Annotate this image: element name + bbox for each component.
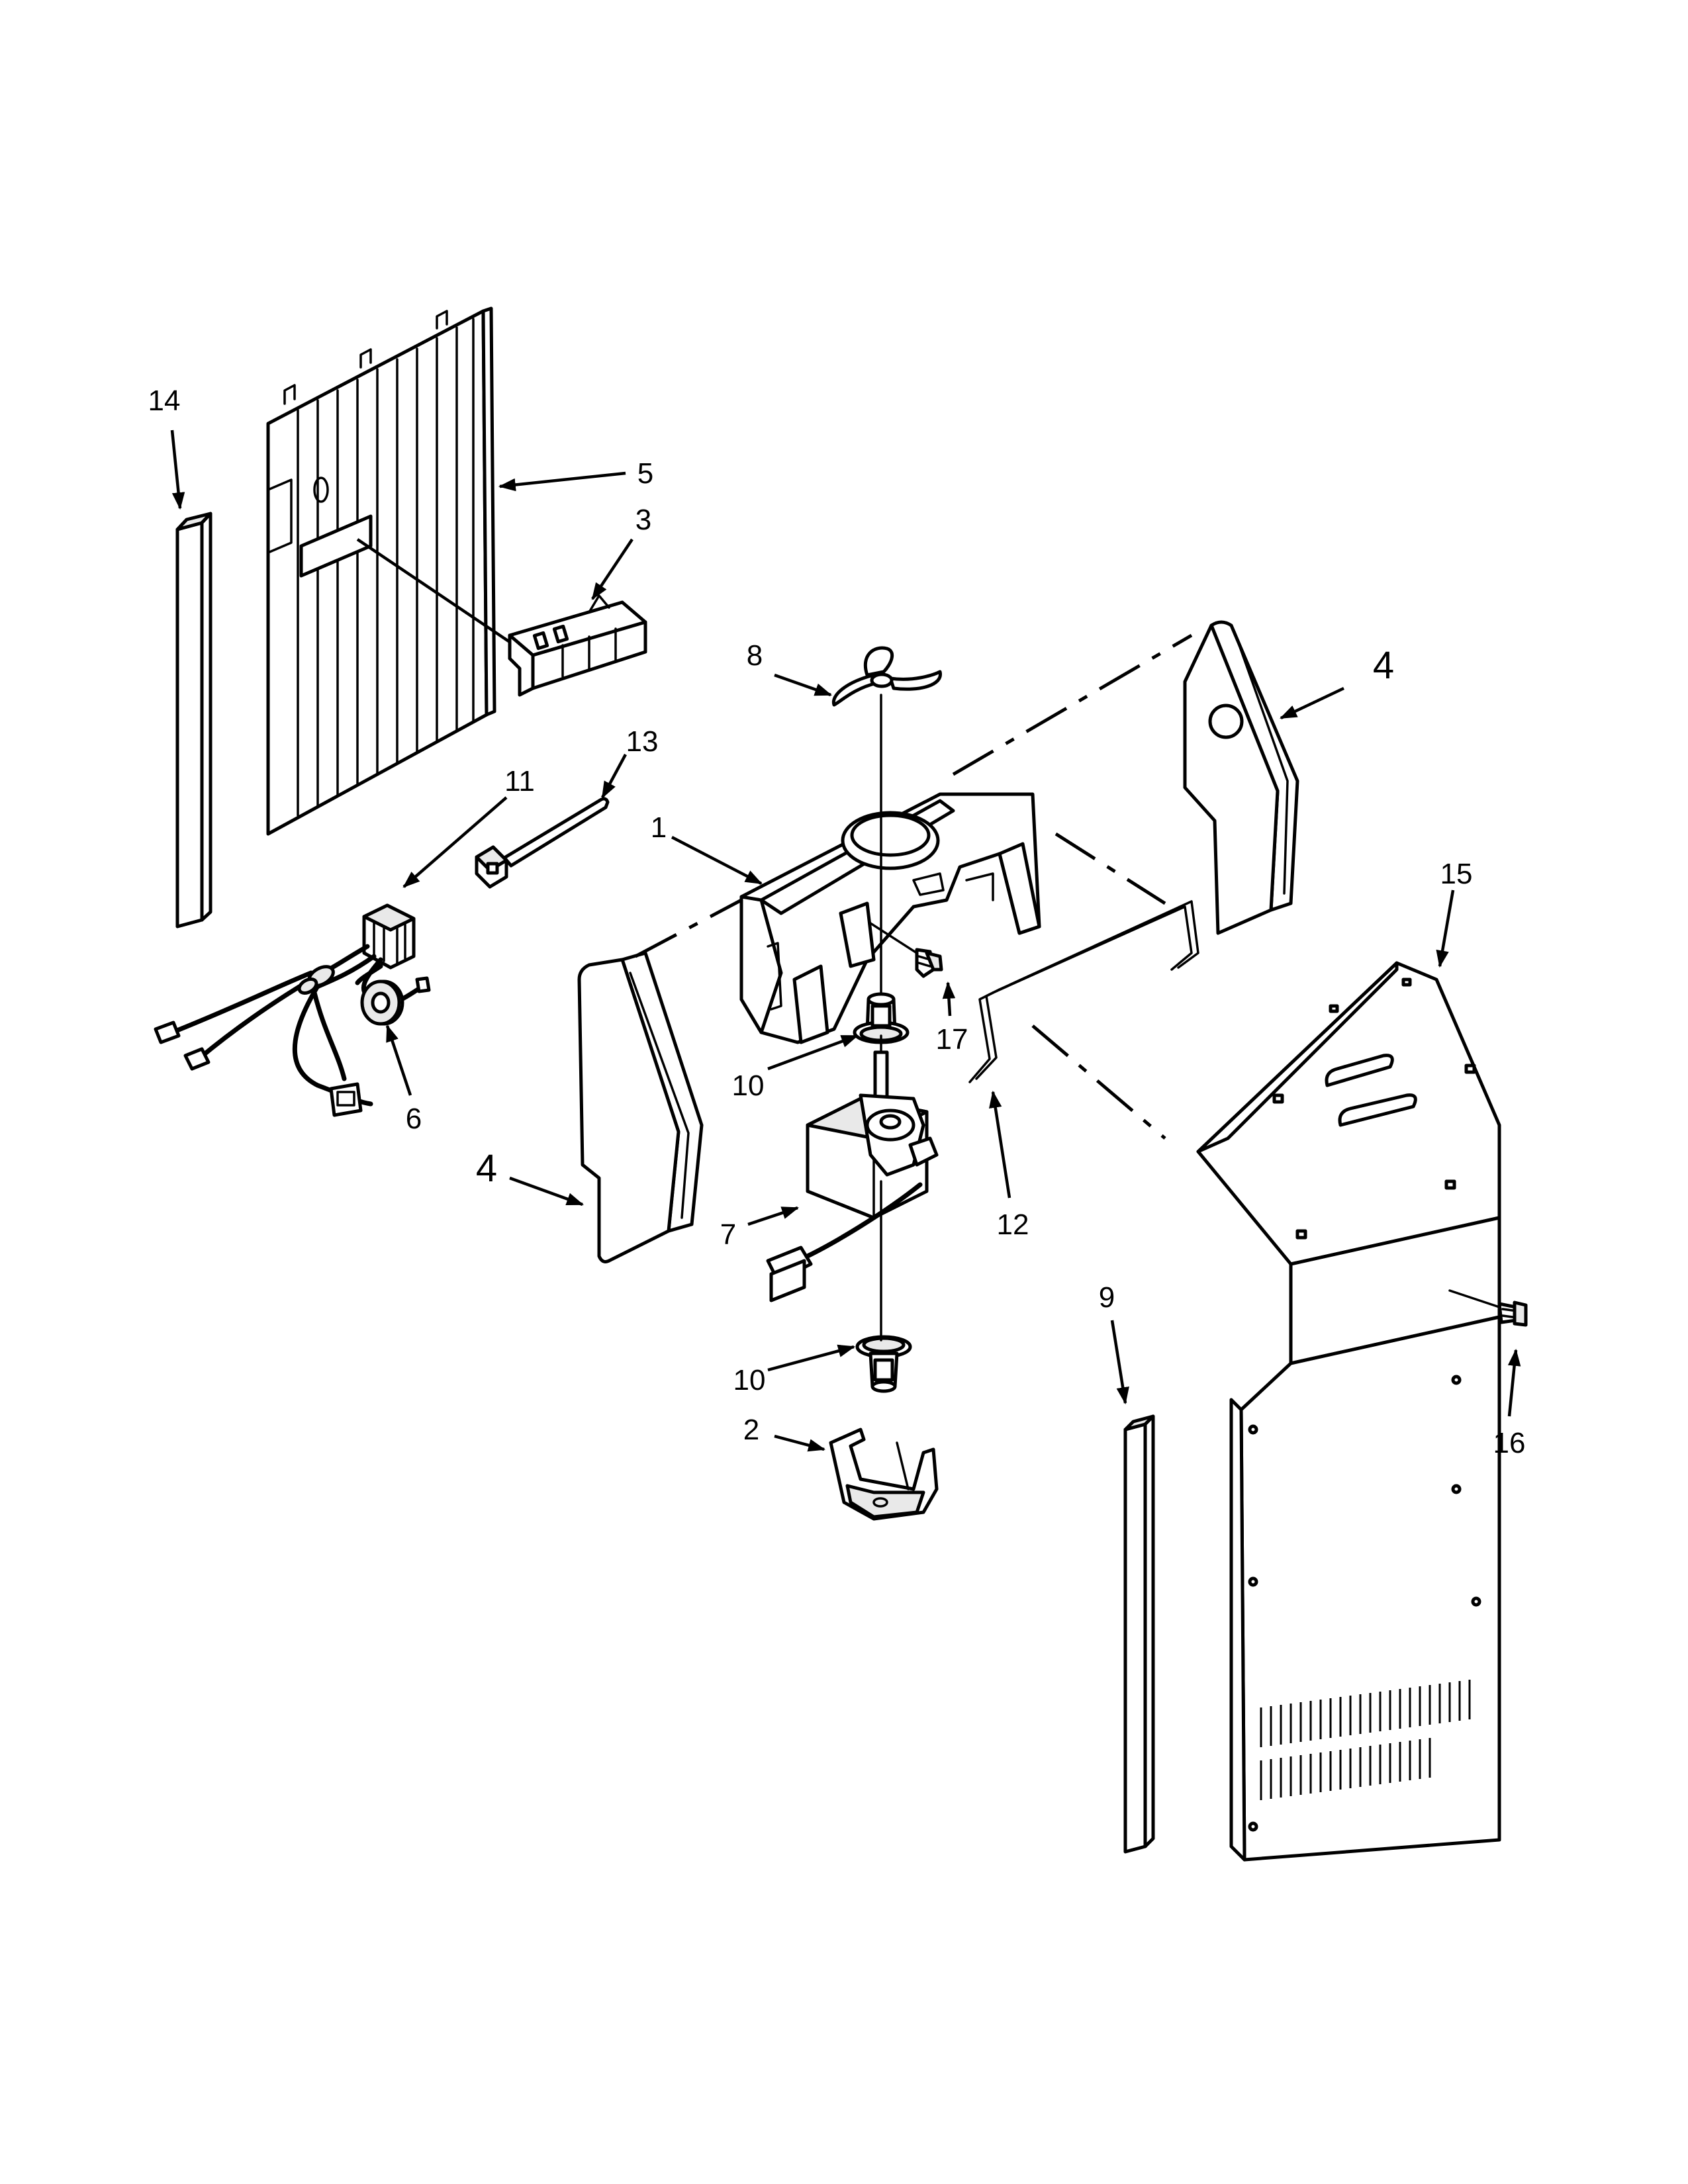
callout-15: 15 <box>1440 858 1473 890</box>
part-4-left-side-panel <box>577 951 704 1263</box>
part-16-screw <box>1448 1289 1528 1327</box>
callout-10-upper: 10 <box>732 1069 765 1102</box>
leader-10-lower <box>767 1344 856 1372</box>
part-5-rear-grille-panel <box>266 306 511 836</box>
part-14-left-seal-strip <box>175 512 212 929</box>
callout-3: 3 <box>635 504 651 536</box>
part-4-right-side-panel <box>1183 620 1299 935</box>
callout-1: 1 <box>651 811 667 844</box>
part-8-fan-blade <box>831 646 942 707</box>
leader-2 <box>774 1434 826 1452</box>
leader-13 <box>601 753 627 799</box>
part-13-cable-tie <box>475 797 610 889</box>
callout-16: 16 <box>1493 1427 1526 1459</box>
callout-5: 5 <box>637 457 653 490</box>
part-9-right-seal-strip <box>1123 1414 1155 1854</box>
callout-6: 6 <box>406 1103 422 1135</box>
callout-4-right: 4 <box>1373 644 1394 687</box>
leader-17 <box>942 981 956 1017</box>
leader-12 <box>989 1090 1011 1199</box>
callout-17: 17 <box>936 1023 968 1056</box>
part-17-screw <box>869 922 943 978</box>
callout-11: 11 <box>504 765 535 797</box>
leader-9 <box>1110 1320 1129 1405</box>
part-10-lower-motor-grommet <box>855 1335 912 1393</box>
part-3-bracket <box>508 594 647 697</box>
callout-13: 13 <box>626 725 659 758</box>
leader-15 <box>1436 889 1455 968</box>
part-2-motor-bracket <box>829 1428 939 1521</box>
callout-12: 12 <box>997 1208 1029 1241</box>
leader-7 <box>747 1206 800 1226</box>
part-6-grommet <box>360 979 404 1026</box>
leader-4-right <box>1280 686 1344 720</box>
leader-3 <box>591 538 633 600</box>
leader-11 <box>402 796 508 888</box>
leader-1 <box>671 836 763 885</box>
leader-4-left <box>509 1176 585 1206</box>
callout-4-left: 4 <box>476 1147 497 1190</box>
callout-7: 7 <box>720 1218 736 1251</box>
leader-16 <box>1507 1348 1521 1417</box>
leader-8 <box>774 673 833 697</box>
leader-14 <box>170 430 185 510</box>
callout-labels: 14 5 3 8 4 13 11 1 15 6 17 10 4 12 7 9 1… <box>148 385 1526 1459</box>
callout-8: 8 <box>747 639 763 672</box>
part-15-front-cover <box>1196 961 1501 1862</box>
part-12-wire-bracket <box>968 900 1199 1083</box>
leader-6 <box>385 1024 412 1096</box>
alignment-lines <box>634 633 1193 1140</box>
leader-arrows <box>170 430 1521 1452</box>
callout-2: 2 <box>743 1414 759 1446</box>
callout-10-lower: 10 <box>733 1364 766 1396</box>
callout-9: 9 <box>1099 1281 1115 1314</box>
leader-10-upper <box>767 1034 859 1071</box>
part-7-fan-motor <box>766 1050 939 1302</box>
leader-5 <box>498 471 626 492</box>
callout-14: 14 <box>148 385 181 417</box>
